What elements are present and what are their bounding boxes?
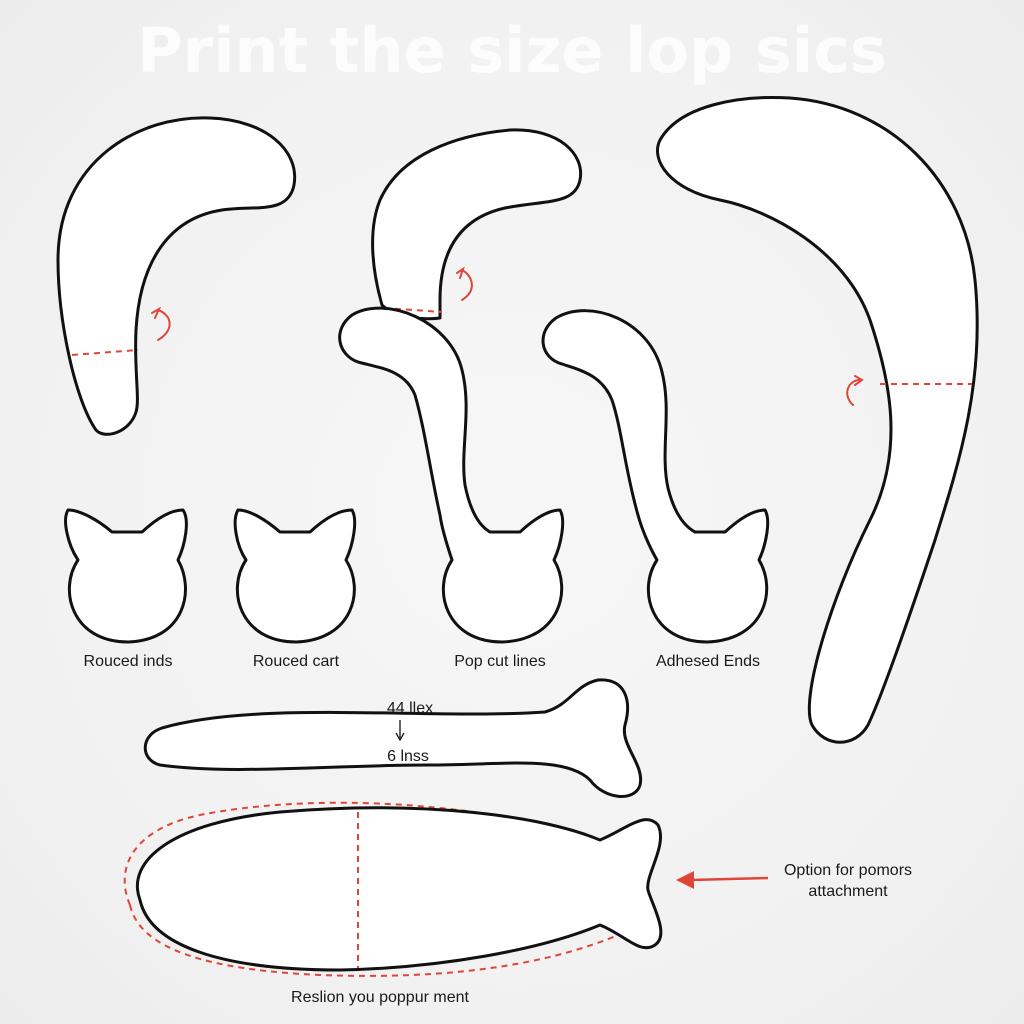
arrow-head-icon xyxy=(456,266,465,279)
attachment-arrow-icon xyxy=(676,871,694,889)
fish-seam-allowance xyxy=(123,801,641,977)
cut-line xyxy=(71,349,139,356)
measure-arrow-icon xyxy=(395,732,405,742)
fish-body-piece xyxy=(135,806,663,972)
fold-arrow-icon xyxy=(846,379,861,406)
label-rouced-cart: Rouced cart xyxy=(253,653,340,670)
option-label-line-1: Option for pomors xyxy=(784,862,912,879)
fold-arrow-icon xyxy=(157,309,171,341)
option-label-line-2: attachment xyxy=(808,883,888,900)
cat-head-piece-1 xyxy=(64,508,188,644)
bottom-caption: Reslion you poppur ment xyxy=(291,989,469,1006)
measure-label-top: 44 llex xyxy=(387,700,433,717)
cat-head-with-tail-piece-2 xyxy=(541,309,770,644)
arrow-head-icon xyxy=(151,306,162,319)
tail-piece-large-right xyxy=(656,96,979,744)
tail-piece-hook-middle xyxy=(371,128,583,321)
page-title: Print the size lop sics xyxy=(137,14,887,87)
cat-head-with-tail-piece-1 xyxy=(338,306,565,644)
fold-arrow-icon xyxy=(461,269,473,301)
label-rouced-inds: Rouced inds xyxy=(84,653,173,670)
tail-piece-hook-left xyxy=(56,116,297,436)
measure-label-bottom: 6 lnss xyxy=(387,748,429,765)
label-pop-cut-lines: Pop cut lines xyxy=(454,653,546,670)
label-adhesed-ends: Adhesed Ends xyxy=(656,653,760,670)
cat-head-piece-2 xyxy=(233,508,357,644)
cut-line xyxy=(383,307,443,313)
long-tail-piece xyxy=(143,678,643,798)
arrow-head-icon xyxy=(854,375,864,386)
attachment-arrow-line xyxy=(689,876,769,882)
